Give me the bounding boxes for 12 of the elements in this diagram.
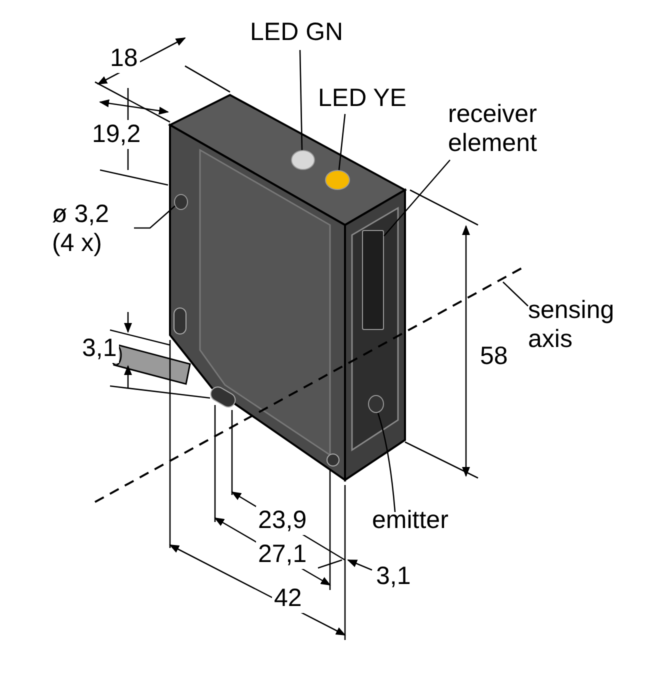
leader-line [134, 206, 176, 229]
callout-label: ø 3,2 (4 x) [52, 200, 132, 258]
receiver-window [362, 230, 384, 330]
leader-line [299, 50, 303, 150]
callout-label: LED YE [318, 84, 428, 113]
leader-line [502, 282, 528, 306]
leader-line [384, 160, 450, 236]
leader-line [377, 412, 396, 512]
callout-label: emitter [372, 506, 482, 535]
callout-label: receiver element [448, 100, 578, 158]
callout-label: sensing axis [528, 296, 638, 354]
callout-label: LED GN [250, 18, 370, 47]
